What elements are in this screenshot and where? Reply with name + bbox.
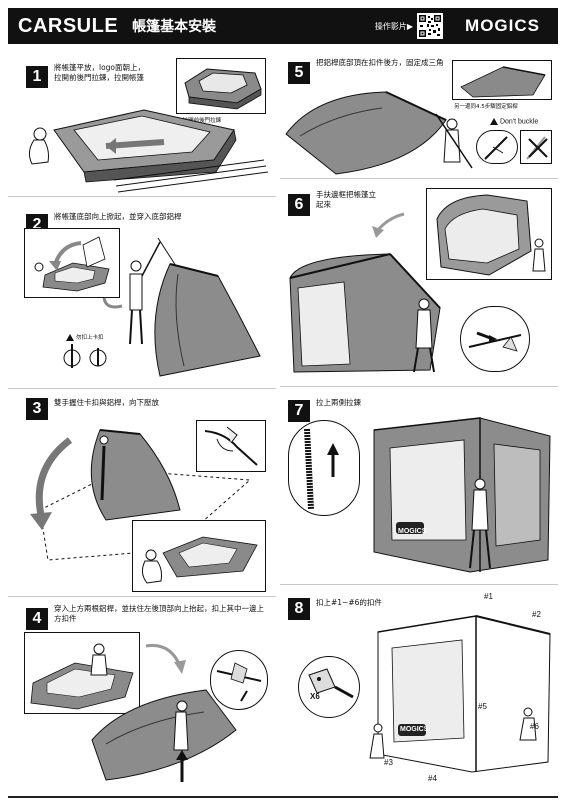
buckle-count-label: X6 (310, 692, 320, 701)
step-6-badge: 6 (288, 194, 310, 216)
pole-latch-detail-illustration (468, 331, 522, 352)
buckle-label-6: #6 (530, 722, 539, 731)
footer-rule (8, 796, 558, 798)
warning-icon (66, 333, 74, 341)
step-5-inset-ok (476, 130, 518, 164)
step-5-inset-note: 另一邊同4.5步驟固定鋁桿 (454, 104, 518, 110)
tent-zipper-detail-illustration (184, 68, 262, 110)
step-8-caption: 扣上#1~#6的扣件 (316, 598, 382, 607)
step-2-warning: 勿扣上卡扣 (66, 333, 103, 341)
step-6-inset-detail (460, 306, 530, 372)
step-1-badge: 1 (26, 66, 48, 88)
divider (8, 388, 276, 389)
buckle-open-icon (63, 344, 107, 368)
step-2-illustration (102, 237, 261, 377)
step-7-badge: 7 (288, 400, 310, 422)
step-5-caption: 把鋁桿底部頂在扣件後方，固定成三角 (316, 58, 444, 67)
step-4-caption: 穿入上方兩根鋁桿，並扶住左後頂部向上抬起，扣上其中一邊上方扣件 (54, 604, 264, 623)
step-3-inset (196, 420, 266, 472)
step-8-badge: 8 (288, 598, 310, 620)
buckle-label-3: #3 (384, 758, 393, 767)
step-6-caption: 手扶邊框把帳篷立起來 (316, 190, 376, 209)
step-1-inset (176, 58, 266, 114)
step-6-illustration (289, 253, 441, 373)
step-5-warning-text: Don't buckle (499, 118, 539, 126)
tent-side-inset-illustration (460, 66, 546, 98)
step-8-inset-buckle (298, 656, 360, 718)
step-1-caption: 將帳篷平放，logo面朝上，拉開前後門拉鍊，拉開帳篷 (54, 63, 146, 82)
buckle-clip-detail-illustration (308, 668, 354, 699)
step-8-illustration (369, 615, 551, 773)
mogics-badge-shape (398, 724, 426, 736)
step-3-inset-bottom (132, 520, 266, 592)
divider (8, 196, 276, 197)
buckle-label-5: #5 (478, 702, 487, 711)
step-3-illustration (30, 429, 252, 561)
warning-icon (490, 118, 498, 125)
step-5-badge: 5 (288, 62, 310, 84)
step-5-warning: Don't buckle (490, 118, 538, 125)
brand-name: CARSULE (18, 14, 119, 37)
step-3-caption: 雙手握住卡扣與鋁桿，向下壓放 (54, 398, 159, 407)
step-5-inset (452, 60, 552, 100)
qr-code-icon[interactable] (417, 13, 444, 39)
zipper-detail-illustration (304, 428, 339, 510)
header-bar: CARSULE 帳篷基本安裝 操作影片▶ MOGICS (8, 8, 558, 44)
buckle-hand-detail-illustration (204, 426, 258, 466)
step-8-tent-logo: MOGICS (400, 726, 429, 733)
step-1-illustration (28, 109, 269, 193)
curved-arrow-icon (145, 643, 186, 674)
step-2-caption: 將帳篷底部向上掀起，並穿入底部鋁桿 (54, 212, 182, 221)
buckle-correct-icon (484, 136, 508, 160)
step-7-caption: 拉上兩側拉鍊 (316, 398, 361, 407)
step-4-illustration (91, 689, 237, 782)
curved-arrow-icon (372, 212, 405, 238)
buckle-wrong-icon (526, 136, 548, 160)
step-7-inset-zipper (288, 420, 360, 516)
buckle-label-4: #4 (428, 774, 437, 783)
step-4-inset (24, 632, 140, 714)
buckle-label-1: #1 (484, 592, 493, 601)
tent-folded-inset-illustration (141, 536, 258, 584)
step-2-warning-text: 勿扣上卡扣 (75, 335, 104, 341)
divider (280, 584, 558, 585)
divider (280, 178, 558, 179)
step-2-inset (24, 228, 120, 298)
step-4-badge: 4 (26, 608, 48, 630)
buckle-label-2: #2 (532, 610, 541, 619)
step-7-illustration (373, 417, 551, 573)
step-5-inset-wrong (520, 130, 552, 164)
mogics-badge-shape (396, 522, 424, 534)
divider (8, 596, 276, 597)
top-buckle-detail-illustration (216, 662, 262, 702)
tent-lifting-inset-illustration (436, 194, 546, 276)
tent-poles-inset-illustration (30, 643, 134, 710)
step-1-inset-note: ※拉開前後門拉鍊 (178, 118, 222, 124)
step-6-inset (426, 188, 552, 280)
page-subtitle: 帳篷基本安裝 (132, 19, 217, 35)
step-4-inset-detail (210, 650, 268, 710)
step-7-tent-logo: MOGICS (398, 528, 427, 535)
tent-lift-inset-illustration (34, 236, 110, 292)
step-3-badge: 3 (26, 398, 48, 420)
video-link-label[interactable]: 操作影片▶ (374, 21, 414, 31)
step-5-illustration (285, 91, 473, 175)
mogics-logo: MOGICS (465, 16, 540, 35)
divider (280, 386, 558, 387)
